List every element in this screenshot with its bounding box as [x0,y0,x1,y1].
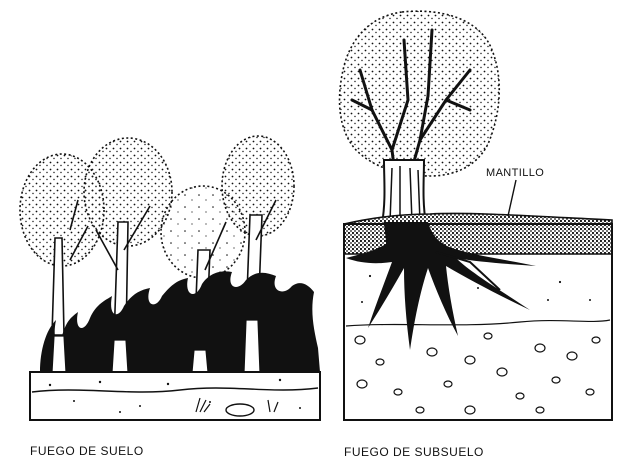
caption-ground-fire: FUEGO DE SUELO [30,444,144,458]
mantillo-label: MANTILLO [486,167,544,179]
caption-subsurface-fire: FUEGO DE SUBSUELO [344,445,484,459]
ground-soil-left [30,372,320,420]
ground-fire-flames [40,271,320,372]
ground-fire-illustration: FUEGO DE SUELO [20,136,320,458]
subsoil-stones [355,333,600,414]
mantillo-leader-line [508,180,516,216]
tree-crown-right [340,11,500,176]
subsurface-fire-illustration: MANTILLO FUEGO DE SUBSUELO [340,11,612,459]
